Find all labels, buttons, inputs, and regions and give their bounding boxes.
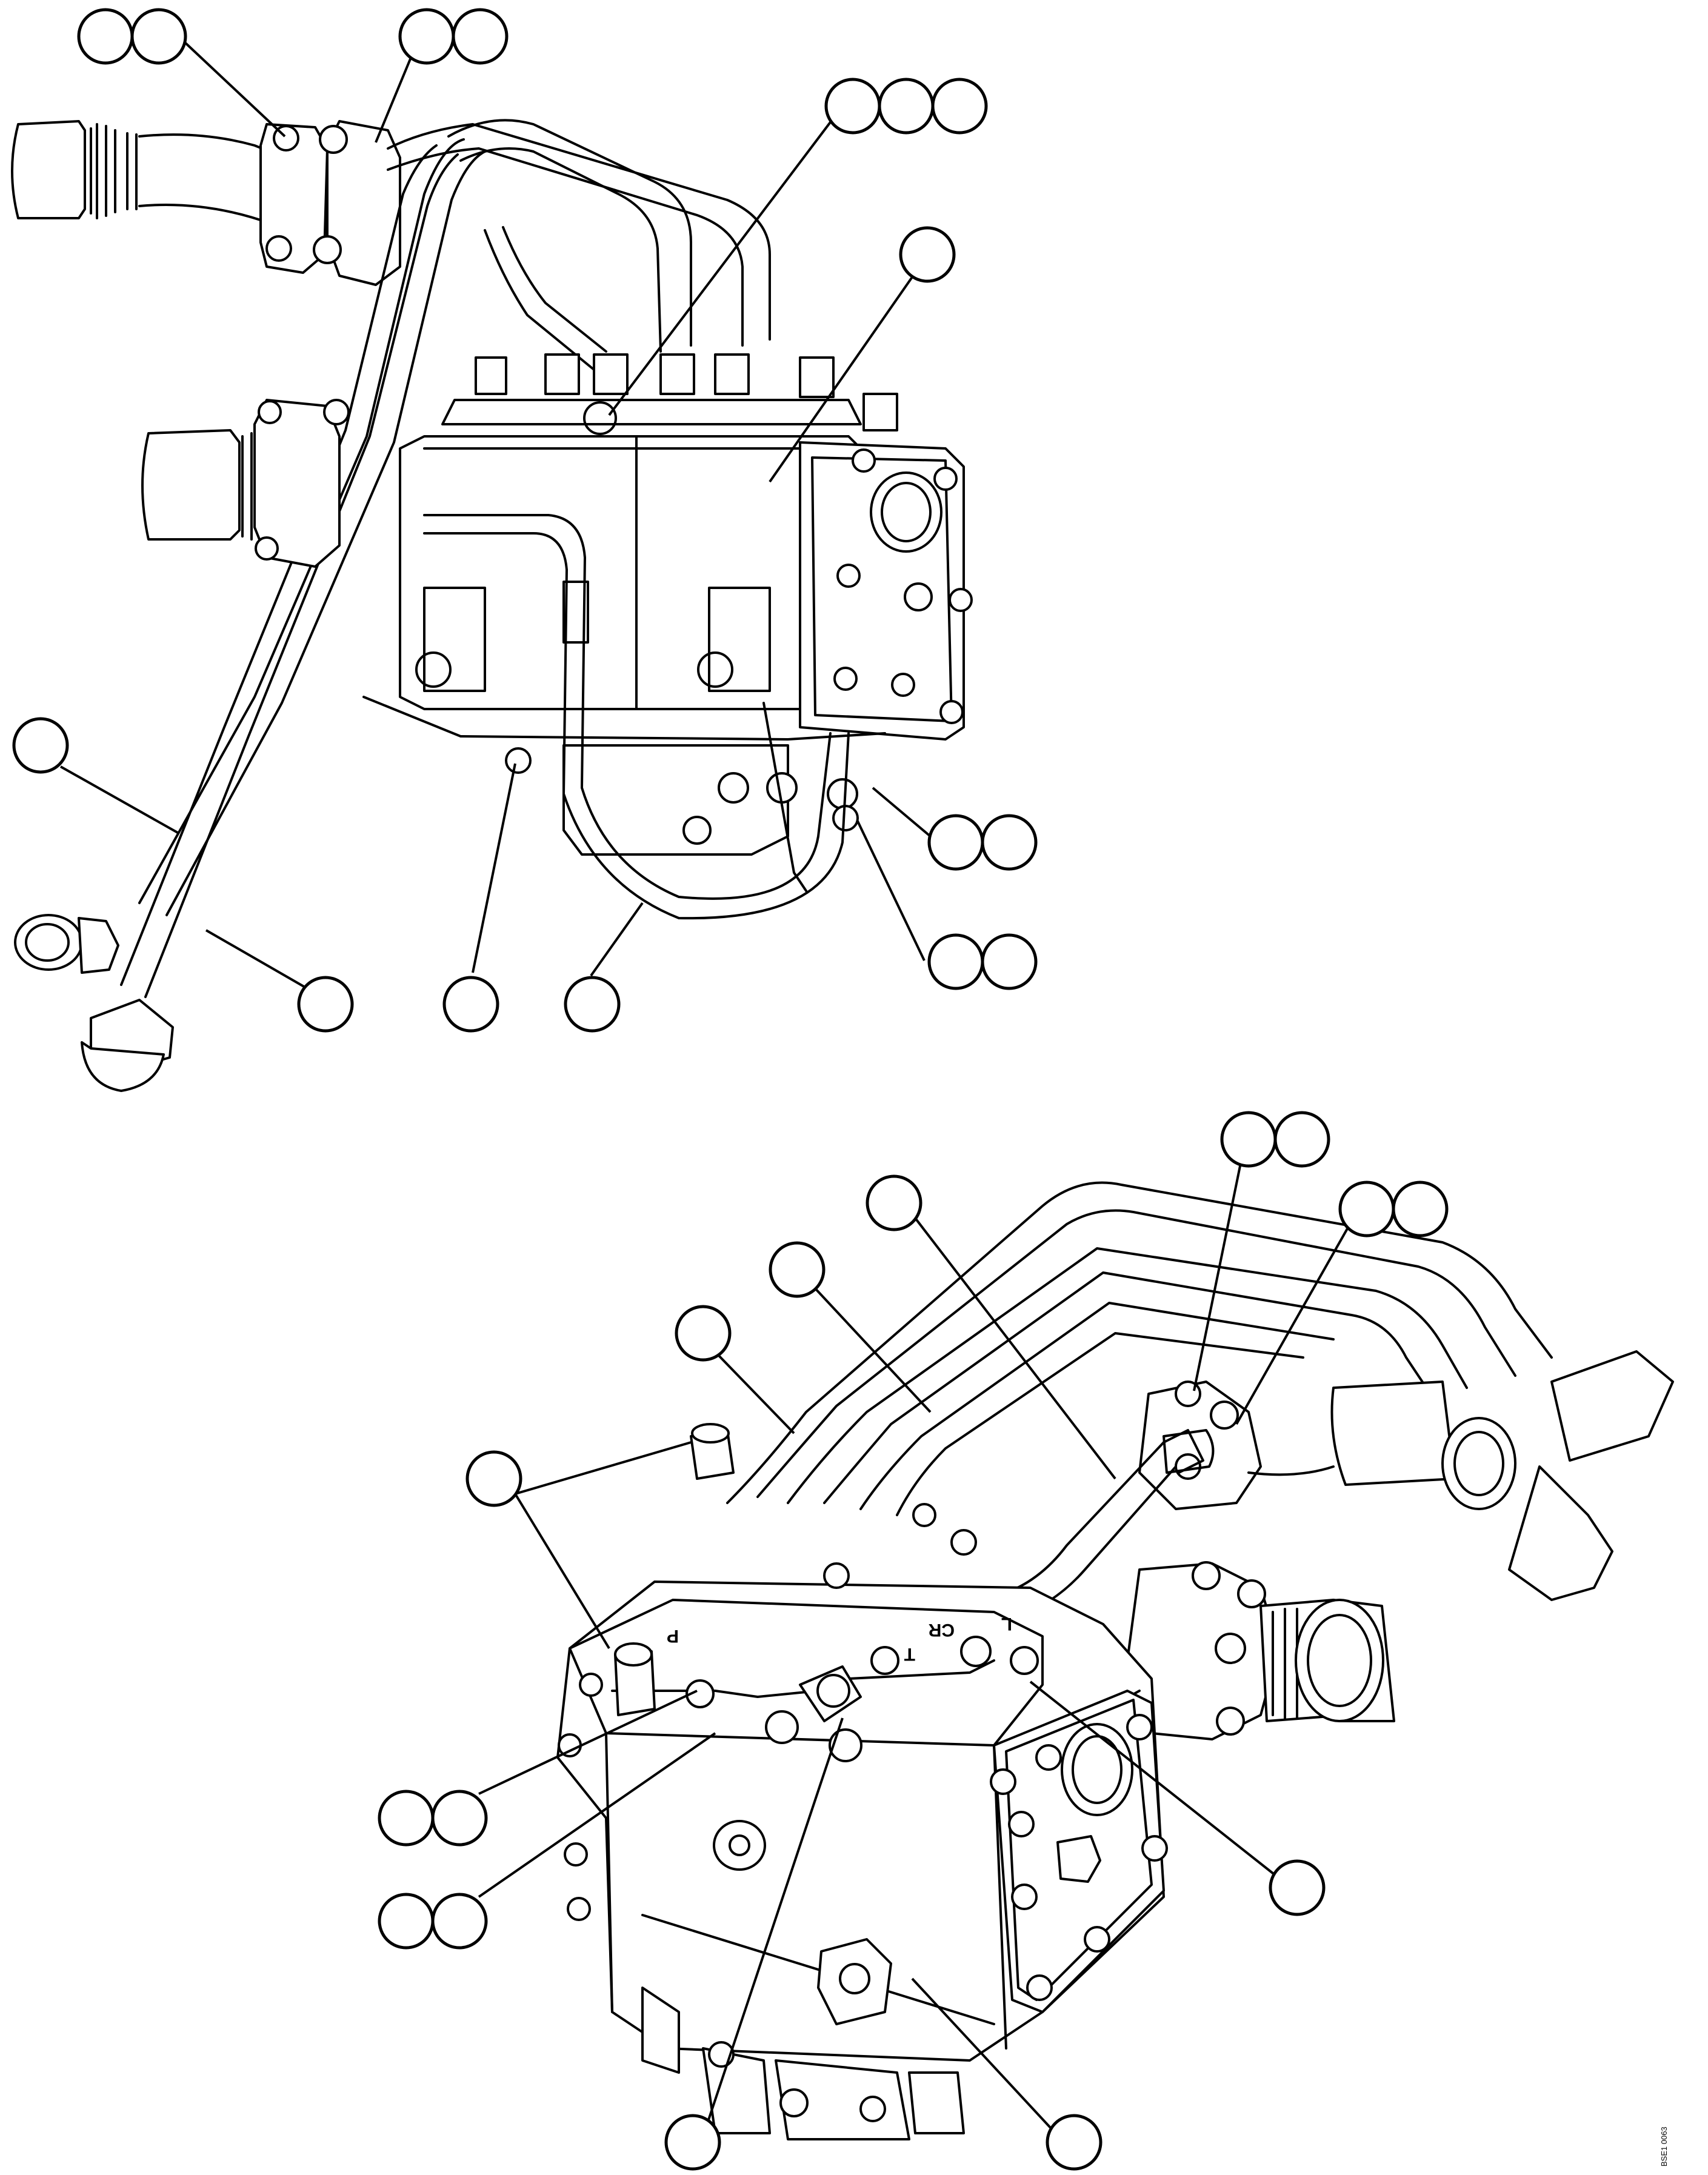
top-middle-hose-fitting [141,399,350,568]
bottom-right-hose-fittings [1138,1350,1674,1601]
callout-balloon [378,1790,435,1847]
callout-balloon [824,78,881,135]
bottom-tube-bundle [726,1181,1553,1516]
callout-balloon [981,933,1038,990]
callout-balloons [12,8,1449,2171]
bottom-valve-body [556,1423,1168,2140]
stamp-cr-label: CR [928,1620,955,1640]
callout-balloon [769,1241,826,1298]
callout-balloon [866,1174,922,1231]
callout-balloon [1392,1181,1449,1237]
callout-balloon [664,2114,721,2171]
callout-balloon [77,8,134,65]
top-valve-studs [441,353,898,435]
callout-balloon [878,78,935,135]
stamp-l-label: L [1001,1614,1012,1634]
corner-reference-code: BSE1 0063 [1660,2127,1669,2167]
callout-balloon [297,976,354,1033]
top-valve-assembly [11,119,973,1092]
callout-balloon-group-2 [398,8,509,65]
top-long-tubes [120,138,486,998]
bottom-valve-studs [614,1423,1039,1762]
callout-balloon [378,1893,435,1950]
callout-balloon-group-1 [77,8,187,65]
callout-leaders-top [60,41,932,989]
top-tube-bundle [387,119,771,371]
callout-balloon-group-8 [378,1790,488,1847]
callout-balloon [981,814,1038,871]
callout-balloon [452,8,509,65]
callout-balloon [442,976,499,1033]
stamp-p-label: P [667,1626,679,1646]
callout-balloon [431,1893,488,1950]
callout-balloon [1273,1111,1330,1168]
callout-balloon [1046,2114,1103,2171]
callout-balloon [931,78,988,135]
callout-balloon [927,933,984,990]
top-lower-fittings [14,914,174,1092]
callout-balloon [927,814,984,871]
callout-balloon [1338,1181,1395,1237]
callout-balloon [899,226,956,283]
callout-balloon-group-5 [927,933,1038,990]
callout-balloon [564,976,621,1033]
callout-balloon [431,1790,488,1847]
callout-balloon [1220,1111,1277,1168]
callout-balloon [675,1305,732,1362]
callout-balloon [465,1450,522,1507]
callout-balloon-group-7 [1338,1181,1449,1237]
stamped-markings: CR L T P [667,1614,1012,1664]
callout-balloon-group-3 [824,78,988,135]
callout-balloon-group-9 [378,1893,488,1950]
callout-balloon [398,8,455,65]
bottom-valve-assembly: CR L T P [556,1181,1674,2140]
stamp-t-label: T [904,1644,915,1664]
callout-balloon-group-6 [1220,1111,1330,1168]
top-front-u-tube [423,514,850,920]
callout-balloon-group-4 [927,814,1038,871]
top-left-hose-fitting [11,120,401,286]
callout-balloon [12,717,69,774]
bottom-right-flange [1126,1561,1395,1740]
callout-balloon [1269,1859,1326,1916]
top-valve-body [362,353,973,856]
callout-balloon [130,8,187,65]
